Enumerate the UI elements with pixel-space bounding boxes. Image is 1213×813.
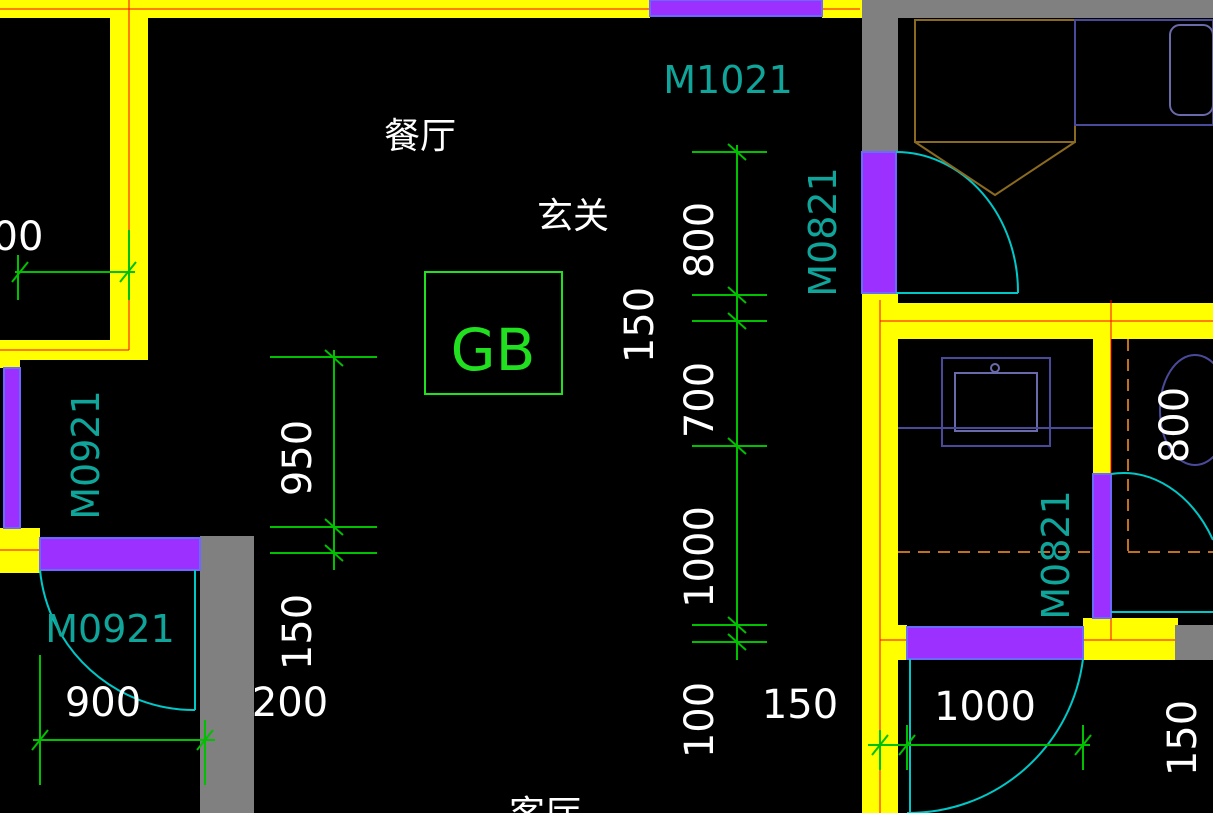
counter-outline <box>1074 19 1213 126</box>
dim-tick <box>871 734 889 756</box>
wall-left-stub <box>0 358 20 368</box>
dim-tick <box>727 616 747 634</box>
fixtures <box>898 19 1213 553</box>
washbasin-bowl <box>954 372 1038 432</box>
door-swing-arc <box>907 658 1084 813</box>
wall-bath-left-bottom <box>862 625 907 660</box>
dim-tick <box>324 544 344 562</box>
door-label-m0821-right: M0821 <box>1034 490 1078 620</box>
dim-text-900: 900 <box>65 680 141 726</box>
sink-basin <box>1169 24 1213 116</box>
dim-text-200: 200 <box>252 680 328 726</box>
dim-tick <box>898 734 916 756</box>
column-top-right <box>862 0 898 152</box>
toilet-bowl <box>1159 354 1213 466</box>
dim-tick <box>727 286 747 304</box>
dim-tick <box>727 312 747 330</box>
door-leaf-bottom <box>906 626 1084 660</box>
door-swing-arc <box>1110 472 1213 541</box>
gb-box <box>424 271 563 395</box>
dim-tick <box>727 143 747 161</box>
dim-text-800-right: 800 <box>1152 387 1198 463</box>
dim-tick <box>31 729 49 751</box>
washbasin-counter <box>941 357 1051 447</box>
dim-tick <box>196 729 214 751</box>
wall-bath-partition <box>1093 339 1111 474</box>
dim-text-150-left: 150 <box>275 594 321 670</box>
room-label-living: 客厅 <box>509 794 581 813</box>
dimension-lines <box>11 143 1092 785</box>
door-leaf-m0821-right <box>1092 473 1112 619</box>
dim-tick <box>727 633 747 651</box>
dim-tick <box>727 437 747 455</box>
dim-text-1000-vertical: 1000 <box>677 506 723 608</box>
dim-text-150-bottom: 150 <box>762 682 838 728</box>
gb-label: GB <box>451 316 536 384</box>
column-top-right-cap <box>862 0 1213 18</box>
cabinet <box>914 19 1076 143</box>
room-label-dining: 餐厅 <box>384 116 456 157</box>
dim-text-950: 950 <box>275 420 321 496</box>
column-left-bottom <box>200 536 254 813</box>
door-leaf-m0921-left <box>3 367 21 529</box>
dim-text-150-right-edge: 150 <box>1160 700 1206 776</box>
door-label-m0921-bottom: M0921 <box>45 607 175 651</box>
dim-text-700: 700 <box>677 362 723 438</box>
doors <box>3 0 1213 813</box>
cabinet-chamfer <box>914 141 1076 197</box>
dim-tick <box>11 261 29 283</box>
dim-text-1000-horizontal: 1000 <box>934 684 1036 730</box>
column-right-edge <box>1175 625 1213 660</box>
door-label-m0821-top: M0821 <box>801 167 845 297</box>
dim-tick <box>324 349 344 367</box>
door-leaf-m0821-top <box>861 151 897 294</box>
door-swing-arc <box>39 569 196 712</box>
dim-text-00: 00 <box>0 214 43 260</box>
dim-text-150-mid: 150 <box>617 287 663 363</box>
dim-tick <box>324 518 344 536</box>
door-label-m1021: M1021 <box>663 58 793 102</box>
door-leaf-m1021 <box>649 0 823 17</box>
columns <box>200 0 1213 813</box>
dim-text-800: 800 <box>677 202 723 278</box>
dim-text-100: 100 <box>677 682 723 758</box>
room-label-foyer: 玄关 <box>537 196 609 237</box>
door-swing-arc <box>895 151 1020 294</box>
wall-bath-bottom <box>1083 618 1178 660</box>
dim-tick <box>1074 734 1092 756</box>
door-label-m0921-left: M0921 <box>64 390 108 520</box>
washbasin-tap <box>990 363 1000 373</box>
door-leaf-m0921-bottom <box>39 537 201 571</box>
